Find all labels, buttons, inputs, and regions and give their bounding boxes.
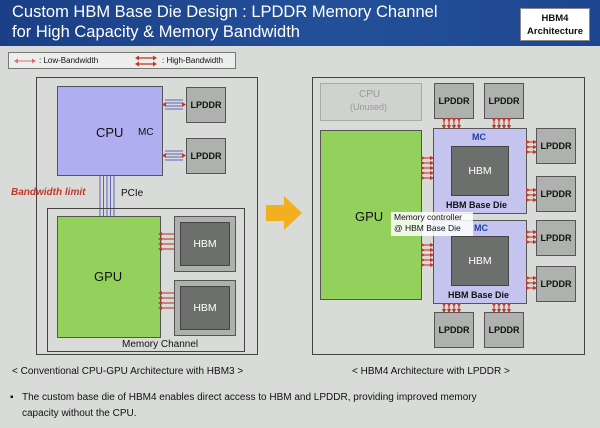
memory-controller-label: MC [138,127,154,138]
architecture-tag: HBM4 Architecture [520,8,590,41]
lpddr-top-right: LPDDR [484,83,524,119]
memory-controller-label: Memory controller [394,212,463,222]
gpu-label-hbm4: GPU [355,209,384,224]
high-bandwidth-arrow-icon [135,55,157,67]
hbm4-high-bandwidth-links [420,117,538,314]
memory-channel-box: Memory Channel [47,208,245,352]
lpddr-side-1: LPDDR [536,128,576,164]
architecture-tag-line-1: HBM4 [541,13,569,24]
bandwidth-limit-label: Bandwidth limit [11,187,86,198]
hbm-block-hbm4-top: HBM [451,146,509,196]
title-bar: Custom HBM Base Die Design : LPDDR Memor… [0,0,600,46]
right-caption: < HBM4 Architecture with LPDDR > [352,366,510,377]
base-die-mc-label-bottom: MC [474,223,488,233]
cpu-lpddr-links [162,99,186,161]
low-bandwidth-arrow-icon [14,58,36,64]
base-die-mc-label-top: MC [472,132,486,142]
cpu-unused-label: CPU [359,89,381,100]
cpu-block: CPU MC [57,86,163,176]
hbm-block-hbm4-bottom: HBM [451,236,509,286]
legend: : Low-Bandwidth : High-Bandwidth [8,52,236,69]
lpddr-bottom-right: LPDDR [484,312,524,348]
hbm-block-top: HBM [180,222,230,266]
memory-controller-callout [391,212,473,236]
architecture-tag-line-2: Architecture [527,26,583,37]
lpddr-side-3: LPDDR [536,220,576,256]
pcie-label: PCIe [121,188,144,199]
left-caption: < Conventional CPU-GPU Architecture with… [12,366,244,377]
legend-low-bandwidth-label: : Low-Bandwidth [39,56,99,65]
slide-title-line-1: Custom HBM Base Die Design : LPDDR Memor… [12,3,438,21]
hbm-block-bottom: HBM [180,286,230,330]
slide-title-line-2: for High Capacity & Memory Bandwidth [12,23,300,41]
cpu-label: CPU [96,125,124,140]
lpddr-block-top: LPDDR [186,87,226,123]
footer-text-line-1: The custom base die of HBM4 enables dire… [22,392,477,403]
memory-channel-label: Memory Channel [122,339,199,350]
lpddr-bottom-left: LPDDR [434,312,474,348]
gpu-block: GPU [57,216,161,338]
hbm4-architecture-panel [312,77,585,355]
base-die-label-bottom: HBM Base Die [448,290,510,300]
cpu-unused-sublabel: (Unused) [350,102,388,112]
pcie-link [99,176,115,216]
lpddr-side-2: LPDDR [536,176,576,212]
conventional-architecture-panel [36,77,258,355]
lpddr-block-bottom: LPDDR [186,138,226,174]
footer-bullet: ▪ [10,392,14,403]
legend-high-bandwidth-label: : High-Bandwidth [162,56,223,65]
transition-arrow-icon [266,196,302,230]
footer-text-line-2: capacity without the CPU. [22,408,137,419]
gpu-label: GPU [94,269,123,284]
memory-controller-location-label: @ HBM Base Die [394,223,461,233]
base-die-label-top: HBM Base Die [446,200,508,210]
cpu-unused-block: CPU (Unused) [320,83,422,121]
